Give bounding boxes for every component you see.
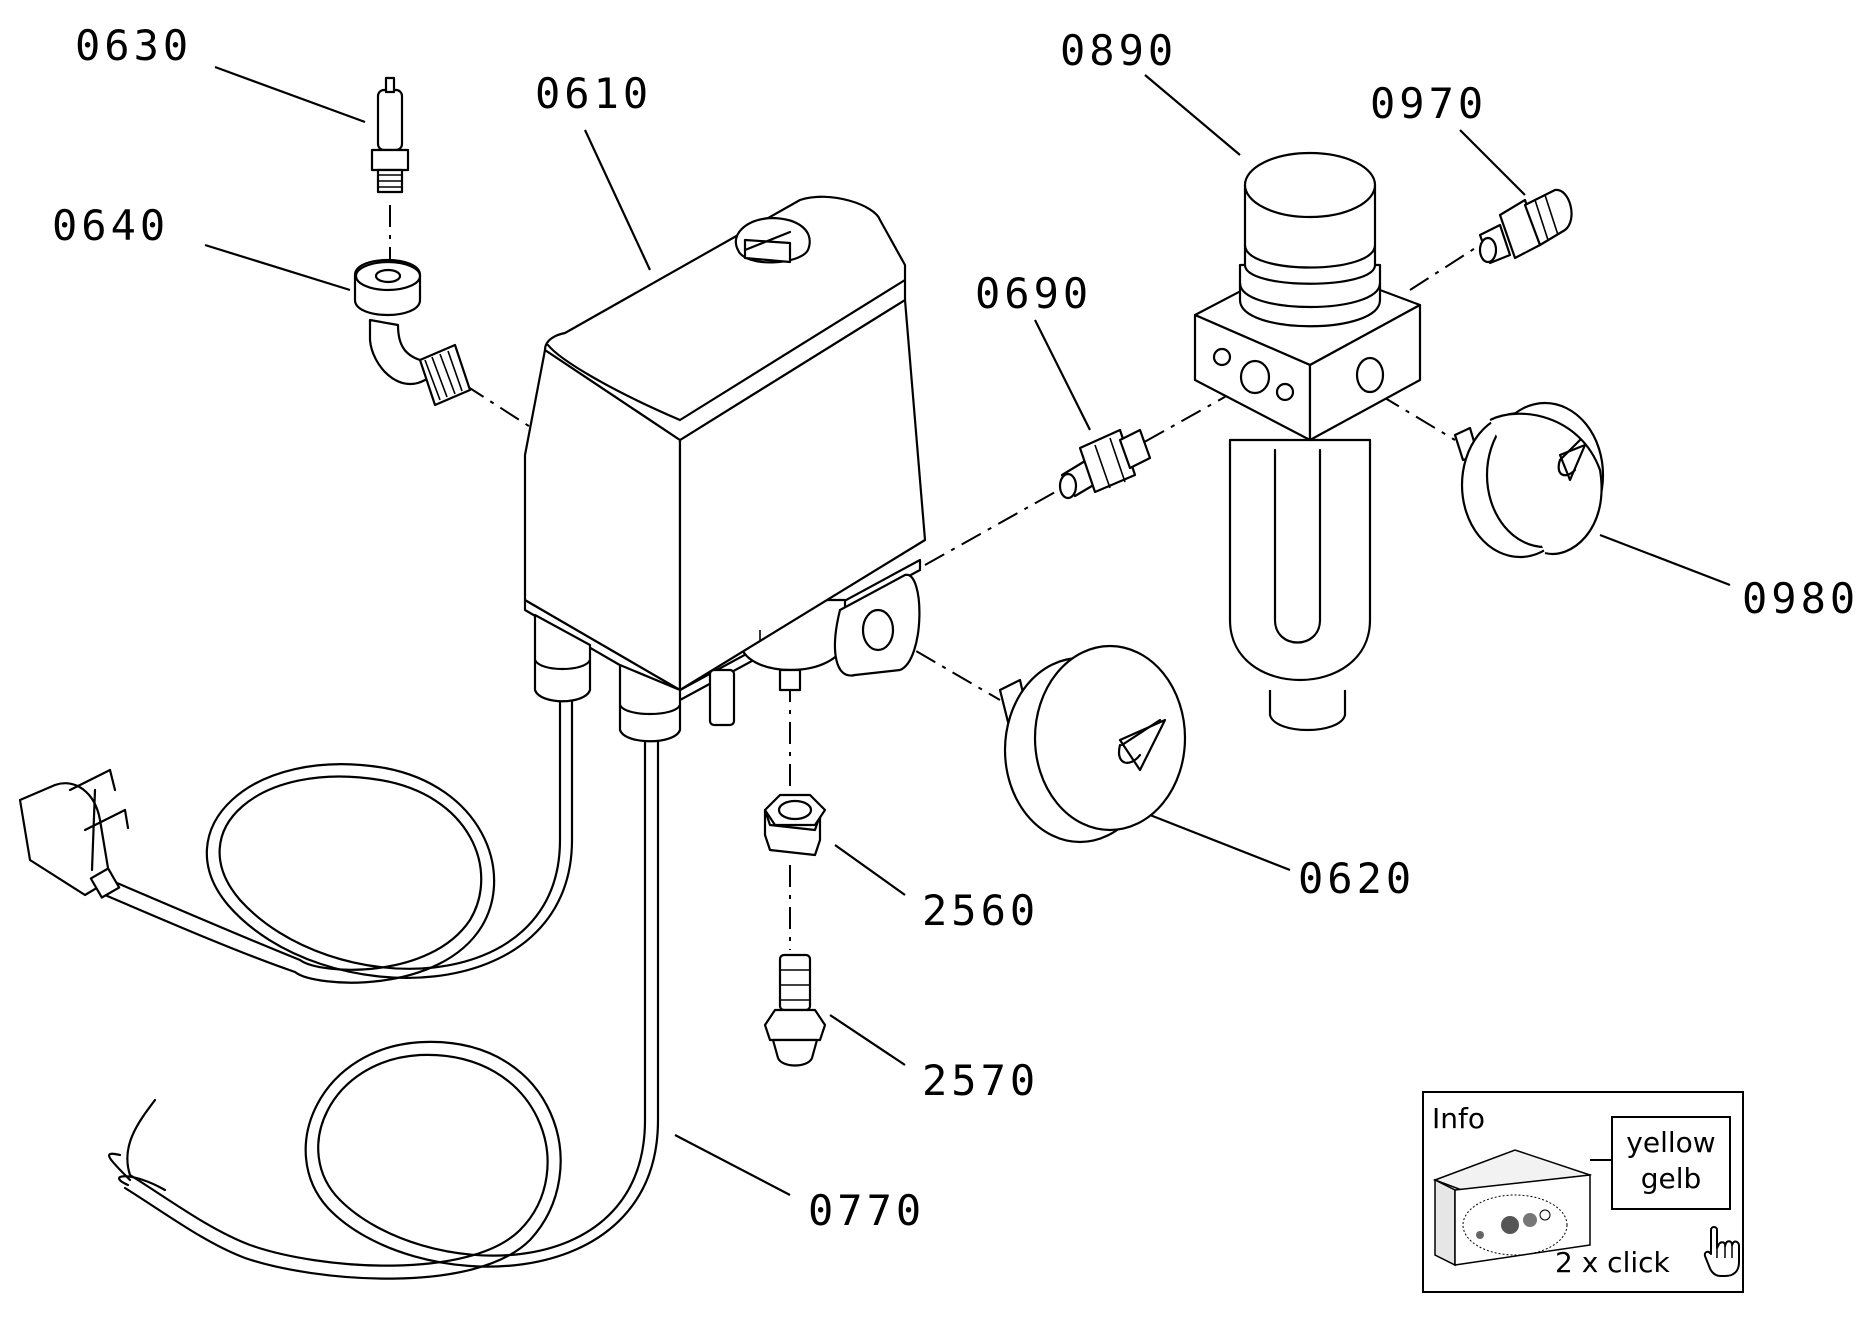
double-click-hint: 2 x click <box>1555 1246 1671 1279</box>
part-label-0640: 0640 <box>52 201 169 250</box>
part-label-2570: 2570 <box>922 1056 1039 1105</box>
part-label-0630: 0630 <box>75 21 192 70</box>
info-title: Info <box>1432 1102 1485 1135</box>
hex-nut-2560 <box>763 793 827 857</box>
gauge-0980 <box>1453 401 1605 559</box>
info-box[interactable]: Info yellow gelb 2 x click <box>1422 1091 1744 1293</box>
pressure-switch-0610 <box>523 195 927 743</box>
center-lines <box>389 205 1481 950</box>
elbow-0640 <box>353 259 472 407</box>
leader-lines <box>204 65 1731 1196</box>
filter-regulator-0890 <box>1193 151 1422 731</box>
color-label-de: gelb <box>1641 1162 1702 1195</box>
hand-pointer-icon <box>1703 1226 1740 1277</box>
part-label-0890: 0890 <box>1060 26 1177 75</box>
part-label-0690: 0690 <box>975 269 1092 318</box>
part-label-0980: 0980 <box>1742 574 1859 623</box>
part-label-0970: 0970 <box>1370 79 1487 128</box>
part-label-0620: 0620 <box>1298 854 1415 903</box>
book-thumbnail <box>1432 1149 1593 1267</box>
part-label-0770: 0770 <box>808 1186 925 1235</box>
cable-0770 <box>103 688 660 1280</box>
silencer-0970 <box>1478 188 1573 265</box>
part-label-2560: 2560 <box>922 886 1039 935</box>
gauge-0620 <box>998 644 1187 844</box>
mains-plug <box>18 768 130 899</box>
part-label-0610: 0610 <box>535 69 652 118</box>
hose-tail-2570 <box>763 953 827 1067</box>
valve-0630 <box>370 76 410 194</box>
part-number-labels: 0630 0610 0640 0890 0970 0690 0980 0620 … <box>52 21 1859 1235</box>
color-label-en: yellow <box>1626 1126 1715 1159</box>
nipple-0690 <box>1058 428 1152 500</box>
color-label-box <box>1611 1116 1731 1210</box>
